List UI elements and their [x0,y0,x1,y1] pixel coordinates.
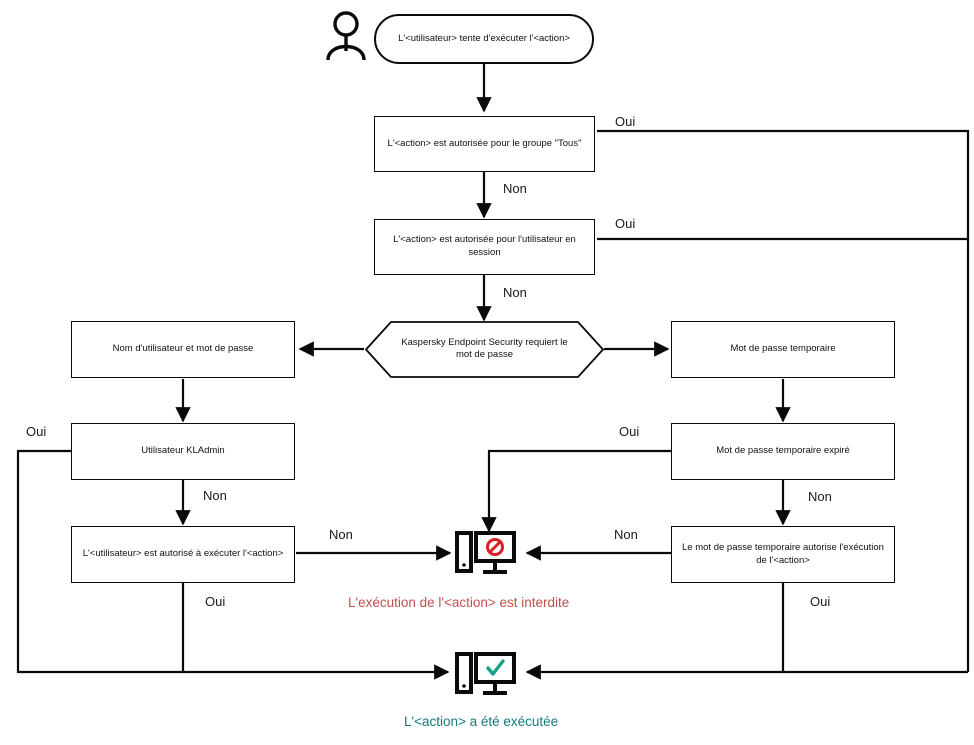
node-temporary-password[interactable]: Mot de passe temporaire [671,321,895,378]
node-temporary-password-expired-label: Mot de passe temporaire expiré [716,445,850,457]
edge-label-session-yes: Oui [615,216,636,231]
person-icon [324,10,368,64]
node-username-password-label: Nom d'utilisateur et mot de passe [112,343,254,355]
node-temp-password-allows-action[interactable]: Le mot de passe temporaire autorise l'ex… [671,526,895,583]
node-allowed-session-user[interactable]: L'<action> est autorisée pour l'utilisat… [374,219,595,275]
edge-label-everyone-no: Non [503,181,527,196]
edge-label-everyone-yes: Oui [615,114,636,129]
execution-allowed-label: L'<action> a été exécutée [404,714,559,729]
execution-denied-label: L'exécution de l'<action> est interdite [348,595,570,610]
edge-kladmin-yes [16,449,450,680]
node-temp-password-allows-action-label: Le mot de passe temporaire autorise l'ex… [682,541,884,566]
node-kladmin-user[interactable]: Utilisateur KLAdmin [71,423,295,480]
edge-label-temp-expired-no: Non [808,489,832,504]
node-start[interactable]: L'<utilisateur> tente d'exécuter l'<acti… [374,14,594,64]
edge-label-temp-expired-yes: Oui [619,424,640,439]
node-allowed-session-user-label: L'<action> est autorisée pour l'utilisat… [393,234,576,258]
monitor-forbidden-icon [455,529,517,579]
node-start-label: L'<utilisateur> tente d'exécuter l'<acti… [398,32,570,44]
node-allowed-everyone-label: L'<action> est autorisée pour le groupe … [387,137,582,149]
edge-expired-yes [481,449,671,533]
node-user-allowed-action[interactable]: L'<utilisateur> est autorisé à exécuter … [71,526,295,583]
edge-label-kladmin-yes: Oui [26,424,47,439]
monitor-check-icon [455,650,517,700]
node-allowed-everyone[interactable]: L'<action> est autorisée pour le groupe … [374,116,595,172]
node-temporary-password-label: Mot de passe temporaire [730,343,836,355]
edge-everyone-yes [597,129,970,672]
node-temporary-password-expired[interactable]: Mot de passe temporaire expiré [671,423,895,480]
edge-label-temp-allows-no: Non [614,527,638,542]
edge-label-kladmin-no: Non [203,488,227,503]
node-username-password[interactable]: Nom d'utilisateur et mot de passe [71,321,295,378]
edge-label-session-no: Non [503,285,527,300]
node-password-required-label: Kaspersky Endpoint Security requiert le … [401,336,568,361]
edge-label-user-allowed-no: Non [329,527,353,542]
node-kladmin-user-label: Utilisateur KLAdmin [141,445,225,457]
edge-label-temp-allows-yes: Oui [810,594,831,609]
edge-label-user-allowed-yes: Oui [205,594,226,609]
node-user-allowed-action-label: L'<utilisateur> est autorisé à exécuter … [82,548,284,560]
node-password-required[interactable]: Kaspersky Endpoint Security requiert le … [364,321,605,378]
